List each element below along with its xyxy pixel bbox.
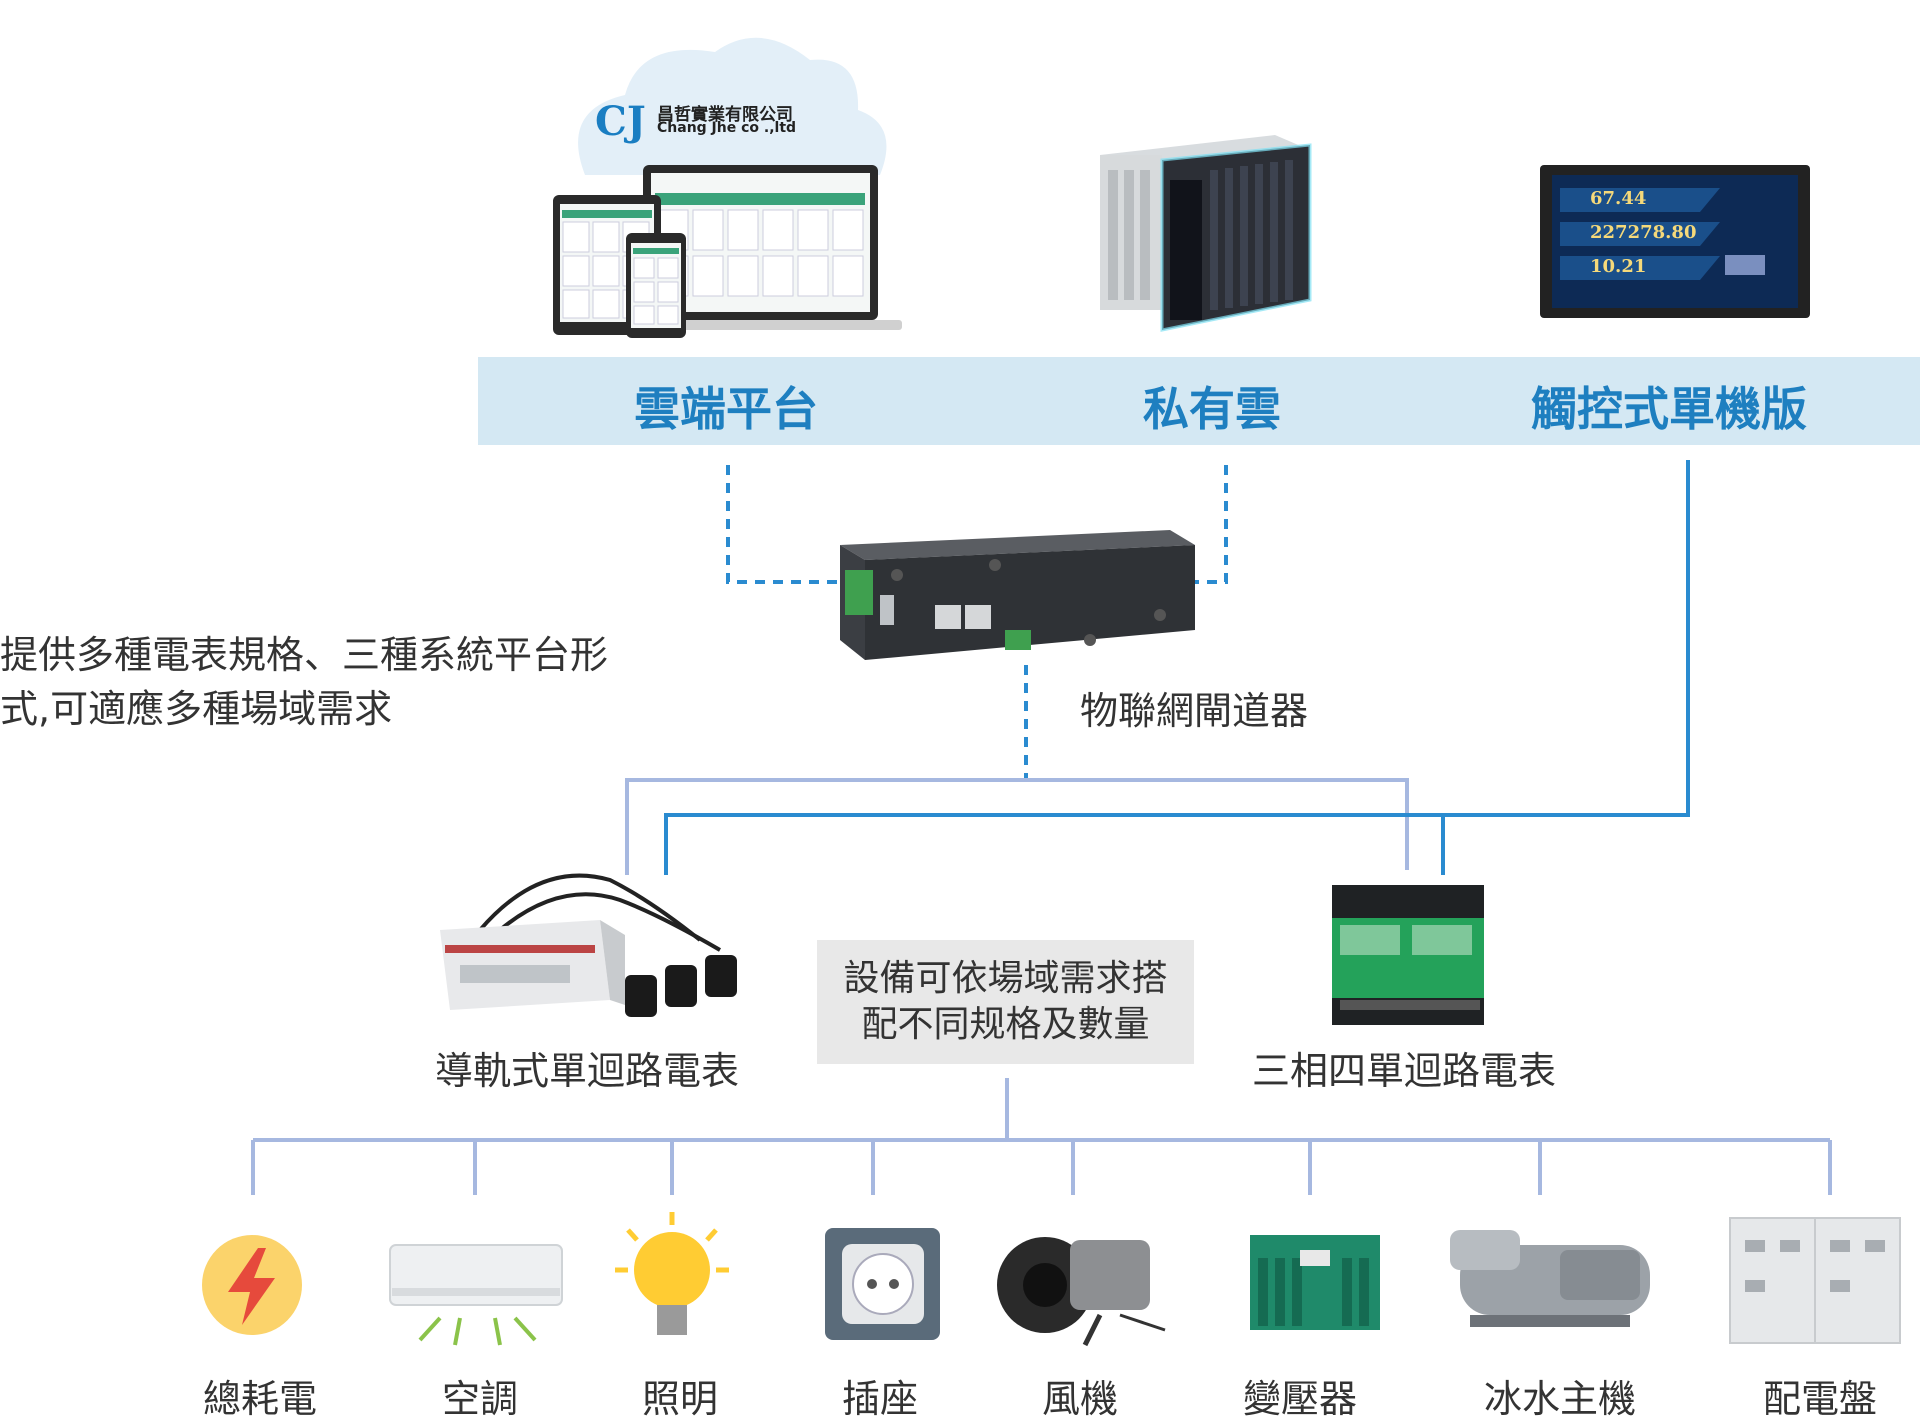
touch-panel-image	[1540, 165, 1810, 318]
cloud-shape	[578, 37, 887, 176]
device-label: 總耗電	[202, 1377, 317, 1421]
description: 提供多種電表規格、三種系統平台形 式,可適應多種場域需求	[0, 628, 640, 736]
dark-connectors	[664, 460, 1690, 875]
three-phase-meter-image	[1332, 885, 1484, 1025]
gateway-label: 物聯網閘道器	[1080, 689, 1309, 733]
din-meter-image	[440, 873, 737, 1017]
description-line: 式,可適應多種場域需求	[0, 687, 393, 731]
phone-image	[626, 233, 686, 338]
company-name-zh: 昌哲實業有限公司	[657, 105, 793, 125]
device-tree	[251, 1078, 1832, 1195]
touch-panel-reading: 67.44	[1590, 188, 1647, 209]
platform-label-cloud: 雲端平台	[634, 382, 818, 436]
laptop-image	[620, 165, 902, 330]
device-label: 變壓器	[1242, 1377, 1357, 1421]
switchboard-icon	[1729, 1217, 1901, 1344]
company-name-en: Chang Jhe co .,ltd	[657, 120, 797, 136]
touch-panel-reading: 227278.80	[1590, 222, 1697, 243]
note-box: 設備可依場域需求搭 配不同规格及數量	[817, 940, 1194, 1064]
chiller-icon	[1450, 1230, 1650, 1327]
gateway-image	[840, 530, 1195, 660]
device-label: 空調	[441, 1377, 518, 1421]
power-icon	[202, 1235, 302, 1335]
fan-icon	[997, 1237, 1166, 1347]
note-line: 配不同规格及數量	[861, 1004, 1150, 1045]
platform-label-private-cloud: 私有雲	[1143, 382, 1281, 436]
device-label: 照明	[641, 1377, 718, 1421]
three-phase-meter-label: 三相四單迴路電表	[1252, 1049, 1557, 1093]
description-line: 提供多種電表規格、三種系統平台形	[0, 633, 609, 677]
light-connectors	[625, 778, 1409, 875]
touch-panel-reading: 10.21	[1590, 256, 1647, 277]
device-label: 配電盤	[1762, 1377, 1877, 1421]
industrial-pc-image	[1100, 135, 1312, 332]
device-label: 冰水主機	[1483, 1377, 1636, 1421]
logo-mark: CJ	[595, 98, 646, 145]
note-line: 設備可依場域需求搭	[843, 958, 1168, 999]
platform-banner: 雲端平台 私有雲 觸控式單機版	[478, 357, 1920, 445]
dashed-connectors	[726, 465, 1228, 780]
din-meter-label: 導軌式單迴路電表	[435, 1049, 740, 1093]
air-conditioner-icon	[389, 1244, 563, 1346]
transformer-icon	[1250, 1235, 1380, 1330]
device-label: 風機	[1041, 1377, 1118, 1421]
light-bulb-icon	[615, 1212, 729, 1335]
platform-label-touch: 觸控式單機版	[1531, 382, 1807, 436]
socket-icon	[825, 1228, 940, 1340]
logo-letters: CJ	[595, 98, 646, 145]
device-label: 插座	[841, 1377, 918, 1421]
